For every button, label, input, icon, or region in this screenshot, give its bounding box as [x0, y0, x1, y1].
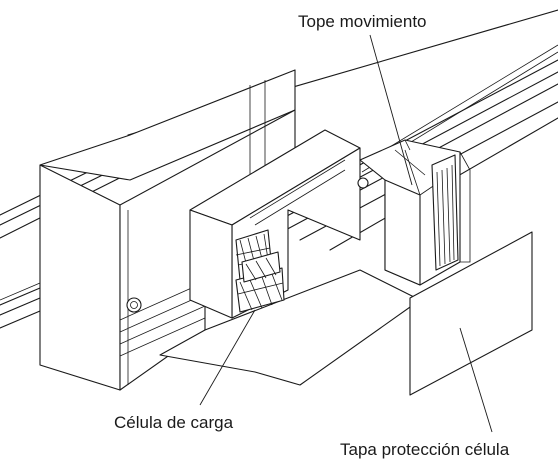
movement-stop	[359, 139, 471, 286]
load-cell	[235, 229, 285, 313]
label-cover: Tapa protección célula	[340, 440, 510, 459]
leaders	[199, 34, 493, 433]
leader-cover	[459, 327, 493, 433]
leader-load-cell	[199, 309, 256, 406]
label-stop: Tope movimiento	[298, 12, 427, 31]
label-load-cell: Célula de carga	[114, 413, 234, 432]
cell-cover	[409, 231, 533, 396]
leader-stop	[369, 34, 413, 186]
